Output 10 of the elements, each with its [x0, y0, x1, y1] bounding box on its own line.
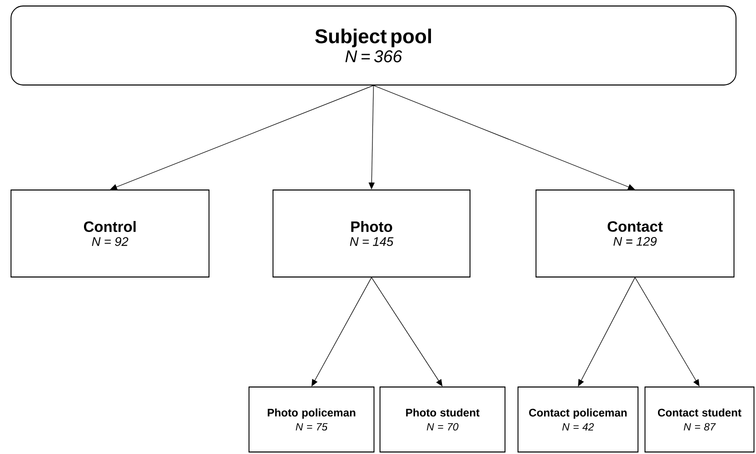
- arrow: [110, 85, 374, 190]
- group-box: Control N = 92: [10, 190, 210, 278]
- subgroup-box: Photo policeman N = 75: [248, 386, 374, 452]
- group-box: Contact N = 129: [536, 190, 734, 278]
- subgroup-box: Contact policeman N = 42: [518, 386, 638, 452]
- title-box: Subject pool N = 366: [10, 6, 736, 86]
- group-box: Photo N = 145: [272, 190, 470, 278]
- subgroup-box: Photo student N = 70: [380, 386, 506, 452]
- arrow: [373, 85, 635, 190]
- subgroup-box: Contact student N = 87: [644, 386, 754, 452]
